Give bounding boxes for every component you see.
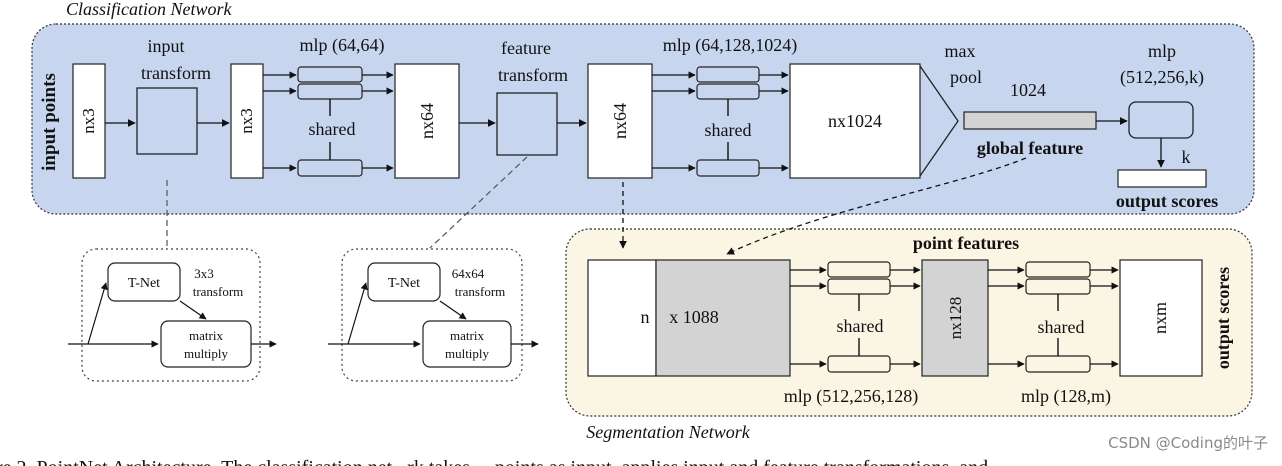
shared-label: shared [705,120,752,140]
input-tnet-inset [81,248,261,382]
input-block-nx3-label: nx3 [79,108,98,134]
max-pool-shape [919,65,959,177]
mlp-unit [696,66,760,83]
output-scores-vector [1117,169,1207,188]
point-features-label: point features [913,233,1019,253]
mlp-unit [696,83,760,100]
input-points-label: input points [39,73,60,171]
block-nxm [1119,259,1203,377]
input-block-nx3 [72,63,106,179]
feature-transform-block [496,92,558,156]
mlp-unit [827,355,891,373]
concat-local-part [587,259,657,377]
block-nx64-label: nx64 [417,103,437,139]
input-tnet-transform-1: 3x3 [194,266,214,281]
input-matrix-label-2: multiply [184,346,229,361]
global-feature-label: global feature [977,138,1083,158]
mlp-unit [1025,278,1091,295]
max-pool-label-1: max [945,41,976,61]
input-tnet-block [107,262,181,302]
mlp-unit [297,159,363,177]
transformed-block-nx3 [230,63,264,179]
input-transform-label-1: input [147,36,184,56]
block-nx64-transformed [587,63,653,179]
feature-tnet-transform-2: transform [455,284,506,299]
block-nx1024-label: nx1024 [828,111,882,131]
concat-x1088-label: x 1088 [669,307,719,327]
input-transform-label-2: transform [141,63,211,83]
mlp-k-label-1: mlp [1148,41,1176,61]
segmentation-output-scores-label: output scores [1213,267,1233,369]
inset-connector [429,156,528,249]
shared-label: shared [1038,317,1085,337]
mlp-unit [696,159,760,177]
segmentation-title: Segmentation Network [586,422,750,442]
block-nx128 [921,259,989,377]
input-matrix-label-1: matrix [189,328,223,343]
classification-output-scores-label: output scores [1116,191,1218,211]
mlp-unit [827,261,891,278]
mlp-64-64-label: mlp (64,64) [300,35,385,56]
feature-tnet-inset [341,248,523,382]
watermark: CSDN @Coding的叶子 [1108,434,1268,452]
arrow [179,300,207,320]
mlp-unit [1025,261,1091,278]
concat-n-label: n [641,307,650,327]
shared-label: shared [309,119,356,139]
block-nx128-label: nx128 [946,297,965,340]
input-tnet-label: T-Net [128,276,160,291]
mlp-unit [297,83,363,100]
input-tnet-transform-2: transform [193,284,244,299]
mlp-64-128-1024-label: mlp (64,128,1024) [663,35,798,56]
feature-transform-label-2: transform [498,65,568,85]
classifier-mlp-block [1128,101,1194,139]
shared-label: shared [837,316,884,336]
mlp-128-m-label: mlp (128,m) [1021,386,1111,407]
input-transform-block [136,87,198,155]
block-nx64 [394,63,460,179]
figure-caption: re 2. PointNet Architecture. The classif… [0,457,1003,466]
feature-matrix-label-2: multiply [445,346,490,361]
global-feature-size: 1024 [1010,80,1046,100]
global-feature-arrow [726,157,1027,255]
feature-tnet-block [367,262,441,302]
arrow [347,282,368,345]
transformed-block-nx3-label: nx3 [237,108,256,134]
k-label: k [1182,147,1191,167]
mlp-unit [827,278,891,295]
feature-tnet-transform-1: 64x64 [452,266,485,281]
feature-tnet-label: T-Net [388,276,420,291]
classification-title: Classification Network [66,0,233,19]
global-feature-vector [963,111,1097,130]
feature-matrix-label-1: matrix [450,328,484,343]
mlp-512-256-128-label: mlp (512,256,128) [784,386,919,407]
block-nx64-transformed-label: nx64 [610,103,630,139]
block-nxm-label: nxm [1150,302,1170,334]
feature-transform-label-1: feature [501,38,551,58]
arrow [87,282,108,345]
mlp-k-label-2: (512,256,k) [1120,67,1204,88]
arrow [439,300,467,320]
concat-global-part [655,259,791,377]
mlp-unit [1025,355,1091,373]
mlp-unit [297,66,363,83]
max-pool-label-2: pool [950,67,982,87]
block-nx1024 [789,63,921,179]
